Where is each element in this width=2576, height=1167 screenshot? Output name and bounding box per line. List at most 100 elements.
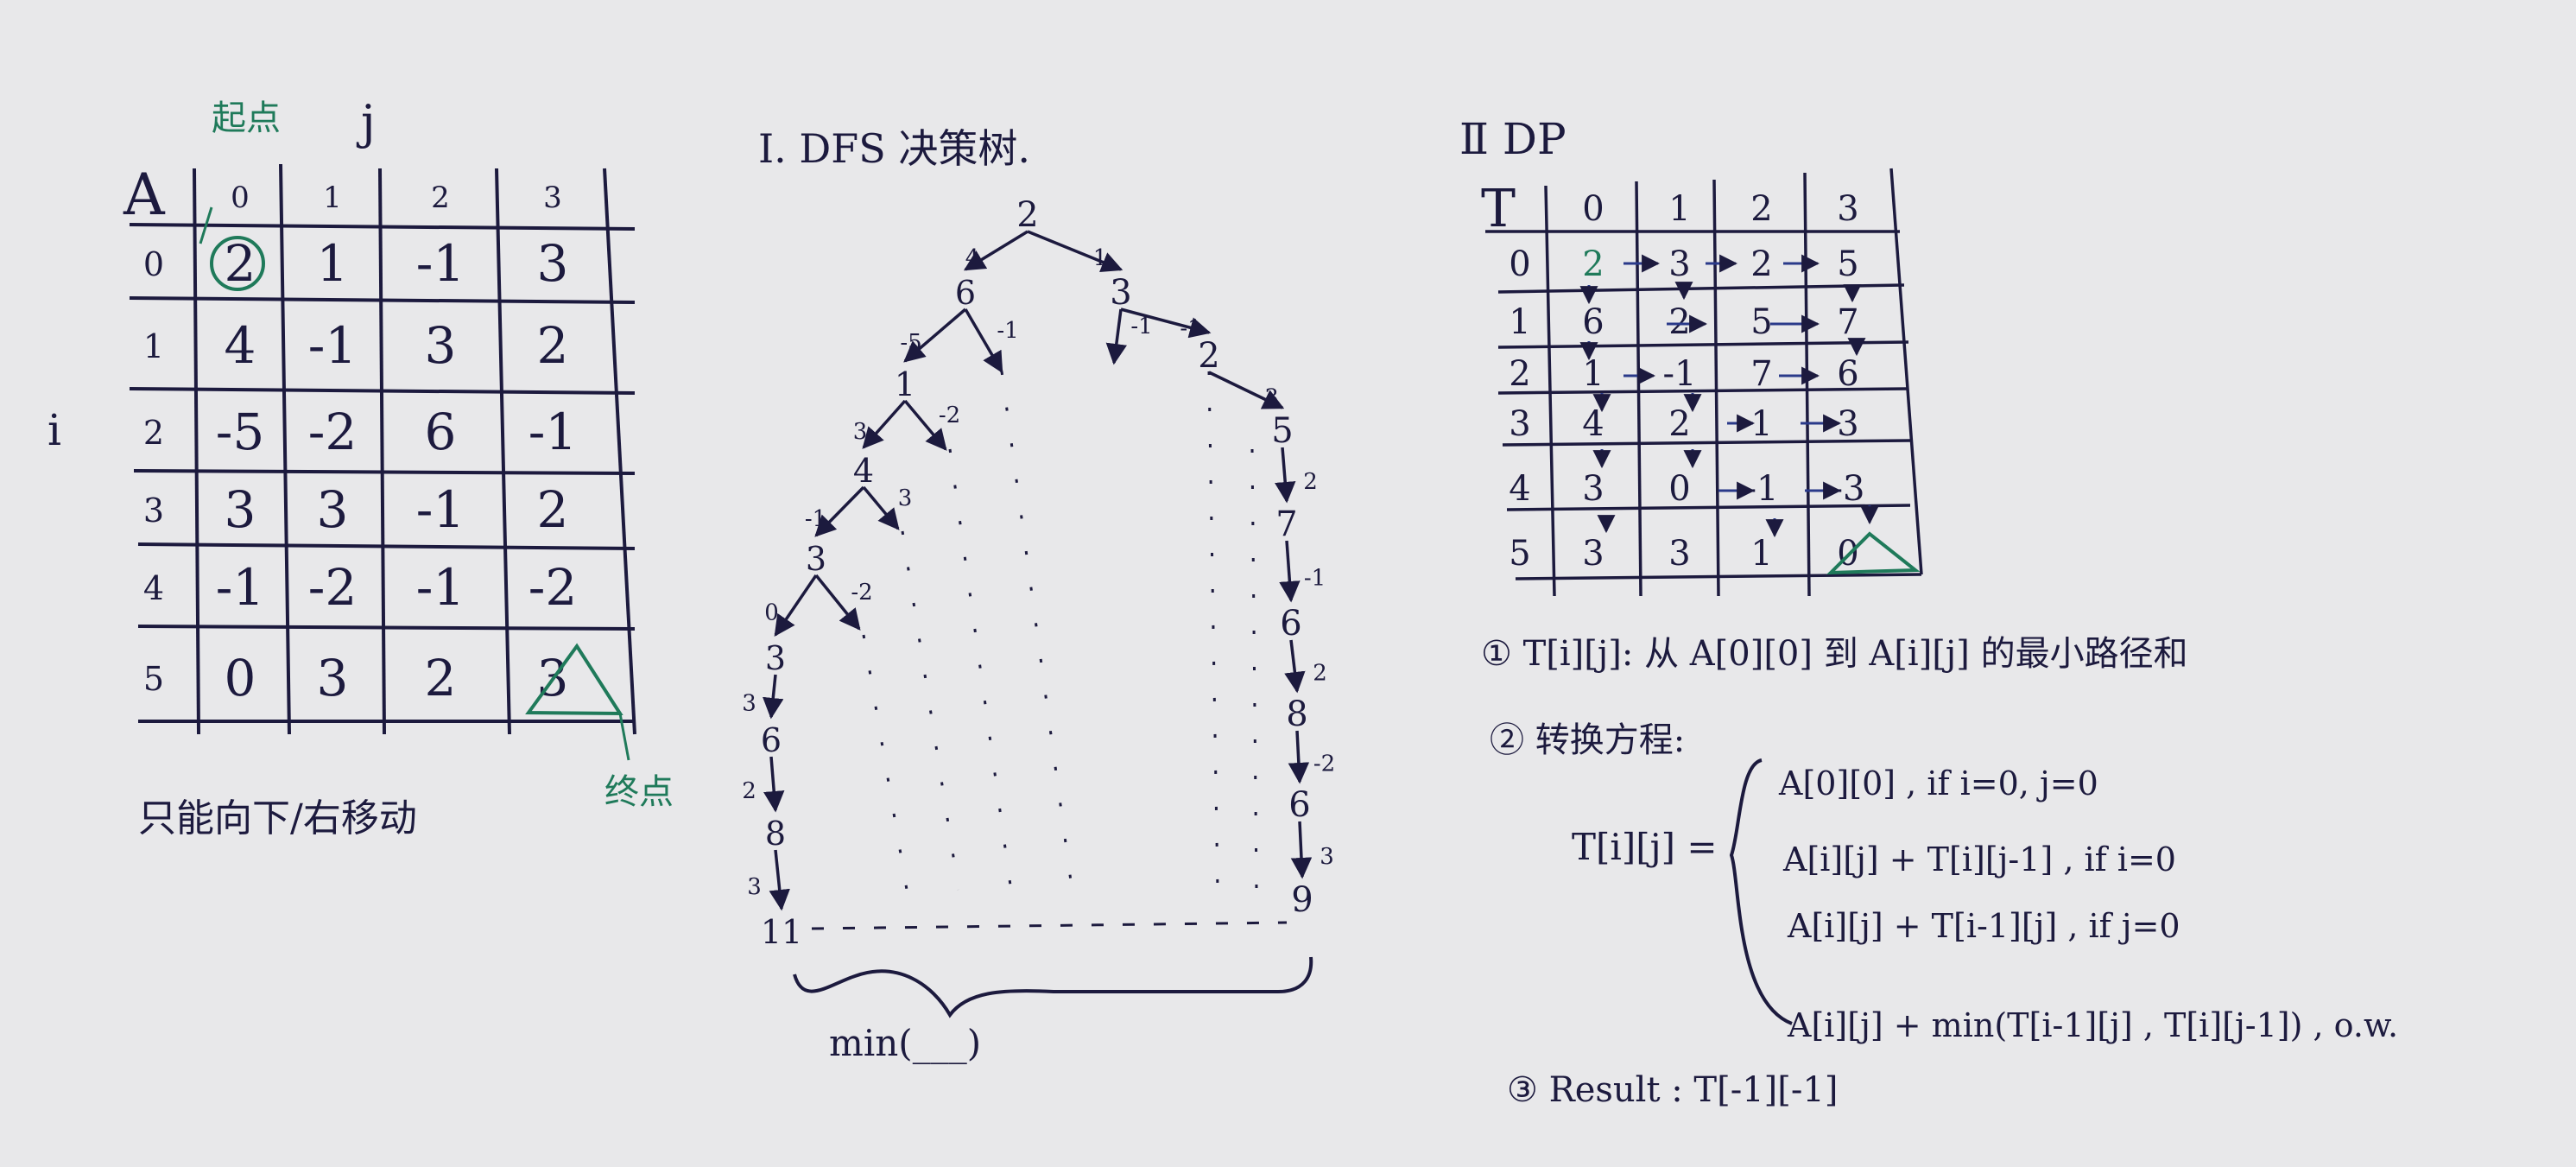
dp-cell: 1 (1582, 354, 1604, 394)
dfs-node: 8 (765, 815, 786, 853)
dfs-branch-edge (903, 399, 947, 451)
grid-a-cell: 2 (225, 234, 256, 293)
dp-row-header: 3 (1509, 404, 1530, 444)
grid-a-row-header: 1 (143, 327, 164, 365)
dfs-edge-label: 4 (965, 245, 980, 271)
grid-a-cell: 3 (225, 480, 256, 539)
dfs-node: 8 (1286, 694, 1307, 734)
min-label: min(___) (829, 1022, 981, 1064)
dfs-edge-label: 2 (742, 778, 756, 804)
dfs-edge-label: 2 (1313, 661, 1327, 687)
case-4: A[i][j] + min(T[i-1][j] , T[i][j-1]) , o… (1787, 1006, 2398, 1044)
dp-grid (1485, 168, 1923, 597)
dp-col-header: 2 (1750, 189, 1772, 229)
grid-a-col-header: 0 (231, 181, 250, 215)
grid-a-row-header: 5 (143, 660, 164, 698)
end-arrow (618, 713, 630, 761)
dfs-edge-label: -1 (1304, 566, 1326, 592)
dfs-branch-label: -2 (851, 580, 872, 606)
dfs-node: 6 (1288, 785, 1310, 825)
dfs-branch-edge (1105, 308, 1127, 365)
dfs-right-edge (1284, 639, 1306, 694)
dfs-right-edge (1275, 447, 1296, 504)
dfs-right-edge (1288, 730, 1310, 784)
grid-a-cell: -5 (216, 403, 265, 461)
dfs-dotted-path (1207, 371, 1219, 891)
grid-a-cell: -2 (308, 403, 358, 461)
dfs-right-edge (1120, 308, 1212, 339)
dp-cell: 0 (1668, 469, 1690, 509)
grid-a-cell: 0 (225, 649, 256, 707)
grid-a-row-header: 0 (143, 245, 164, 283)
dp-cell: 5 (1837, 244, 1858, 284)
grid-a-row-header: 4 (143, 569, 164, 607)
grid-a-cell: 1 (317, 234, 349, 293)
dfs-title: I. DFS 决策树. (758, 125, 1030, 172)
dfs-edge-label: -1 (805, 506, 826, 532)
grid-a-row-header: 2 (143, 414, 164, 452)
dp-cell: 2 (1750, 244, 1772, 284)
dp-cell: 2 (1668, 302, 1690, 342)
dfs-node: 5 (1271, 411, 1293, 451)
grid-a-cell: -2 (308, 558, 358, 617)
dfs-branch-edge (862, 485, 900, 530)
grid-a-cell: -1 (308, 316, 358, 375)
dfs-left-edge (763, 756, 785, 813)
dfs-dotted-path (901, 530, 960, 891)
transition-lhs: T[i][j] = (1572, 826, 1718, 868)
dp-col-header: 1 (1668, 189, 1690, 229)
move-note: 只能向下/右移动 (138, 796, 417, 840)
dfs-node: 3 (1110, 273, 1131, 313)
dp-row-header: 5 (1509, 534, 1530, 574)
grid-a-cell: 4 (225, 316, 256, 375)
min-brace (793, 956, 1313, 1018)
dfs-right-edge (1290, 821, 1313, 879)
grid-a-cell: 3 (317, 480, 349, 539)
dp-cell: 7 (1837, 302, 1858, 342)
dfs-leaf-baseline (811, 921, 1288, 930)
grid-a-corner: A (123, 162, 166, 228)
dfs-tree: 6143368112325768694-53-103231-132-12-23-… (742, 195, 1335, 951)
dfs-branch-edge (964, 308, 1003, 374)
dfs-edge-label: 3 (747, 874, 762, 900)
grid-a-row-header: 3 (143, 492, 164, 530)
dp-col-header: 0 (1582, 189, 1604, 229)
dfs-branch-label: -1 (1130, 314, 1152, 339)
transition-title: ② 转换方程: (1490, 720, 1685, 760)
grid-a (129, 163, 636, 735)
grid-a-cell: -1 (416, 558, 465, 617)
dfs-edge-label: -5 (900, 330, 921, 356)
dp-arrows (1579, 254, 1879, 538)
dp-cell: 5 (1750, 302, 1772, 342)
dp-row-header: 2 (1509, 354, 1530, 394)
dfs-edge-label: 0 (764, 600, 779, 626)
grid-a-cell: 3 (425, 316, 457, 375)
dfs-edge-label: 3 (1264, 385, 1279, 411)
dp-cell: 6 (1837, 354, 1858, 394)
case-1: A[0][0] , if i=0, j=0 (1778, 764, 2098, 802)
dfs-edge-label: 1 (1093, 245, 1108, 271)
grid-a-cell: -1 (216, 558, 265, 617)
grid-a-cell: -1 (416, 480, 465, 539)
dfs-edge-label: -1 (1180, 316, 1201, 342)
dp-cell: 3 (1837, 404, 1858, 444)
grid-a-col-header: 2 (431, 181, 450, 215)
result-line: ③ Result : T[-1][-1] (1507, 1070, 1838, 1110)
dfs-edge-label: 3 (742, 691, 756, 717)
dp-corner: T (1481, 179, 1516, 239)
dp-end-triangle (1826, 531, 1921, 575)
grid-a-cell: 6 (425, 403, 457, 461)
dfs-node: 2 (1016, 195, 1038, 235)
dp-cell: 1 (1750, 404, 1772, 444)
definition-line: ① T[i][j]: 从 A[0][0] 到 A[i][j] 的最小路径和 (1481, 634, 2188, 674)
dp-cell: -1 (1745, 469, 1779, 509)
grid-a-cell: -1 (416, 234, 465, 293)
dfs-left-edge (903, 308, 967, 363)
end-label: 终点 (604, 772, 674, 812)
dfs-edge-label: 3 (1320, 844, 1334, 870)
grid-a-cell: -1 (528, 403, 578, 461)
dfs-right-edge (1027, 230, 1123, 273)
dfs-node: 3 (765, 639, 786, 677)
start-circle (210, 236, 265, 291)
dfs-right-edge (1208, 371, 1285, 409)
